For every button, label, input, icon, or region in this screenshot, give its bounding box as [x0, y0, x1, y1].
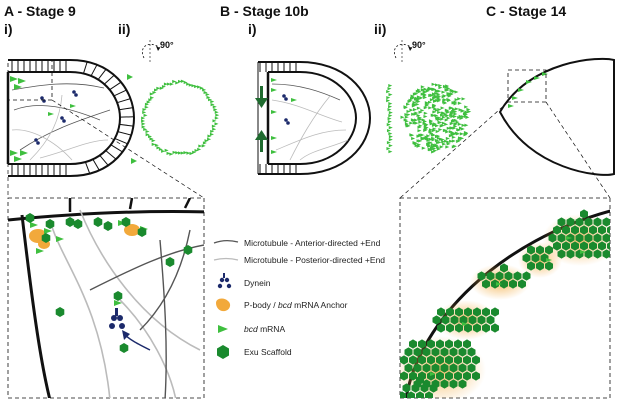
panel-c-title: C - Stage 14: [486, 3, 566, 19]
panel-a-zoom: [8, 198, 210, 400]
dynein-icon: [218, 273, 231, 288]
panel-a-sub-i: i): [4, 21, 13, 37]
panel-b-egg-chamber: [255, 62, 370, 174]
panel-b-sub-i: i): [248, 21, 257, 37]
panel-a-title: A - Stage 9: [4, 3, 76, 19]
pbody-icon: [216, 299, 230, 312]
legend-item-microtubule-posterior: Microtubule - Posterior-directed +End: [214, 255, 385, 265]
svg-text:Microtubule - Anterior-directe: Microtubule - Anterior-directed +End: [244, 238, 381, 248]
streaming-arrows: [255, 86, 268, 152]
svg-text:Dynein: Dynein: [244, 278, 271, 288]
panel-c-zoom: [394, 198, 617, 404]
panel-a-rotation-label: 90°: [160, 40, 174, 50]
legend-item-exu: Exu Scaffold: [217, 345, 292, 359]
legend-item-mrna: bcd mRNA: [218, 324, 285, 334]
svg-text:Exu Scaffold: Exu Scaffold: [244, 347, 292, 357]
panel-a-egg-chamber: [8, 60, 204, 198]
exu-hexagon-icon: [217, 345, 229, 359]
svg-text:P-body / bcd mRNA Anchor: P-body / bcd mRNA Anchor: [244, 300, 348, 310]
mrna-icon: [218, 325, 228, 333]
panel-b-cross-section: 90°: [386, 40, 471, 153]
panel-b-sub-ii: ii): [374, 21, 386, 37]
legend: Microtubule - Anterior-directed +End Mic…: [214, 238, 385, 359]
panel-b-rotation-label: 90°: [412, 40, 426, 50]
panel-a-sub-ii: ii): [118, 21, 130, 37]
legend-item-pbody: P-body / bcd mRNA Anchor: [216, 299, 348, 312]
legend-item-dynein: Dynein: [218, 273, 271, 288]
svg-text:bcd mRNA: bcd mRNA: [244, 324, 285, 334]
panel-b-title: B - Stage 10b: [220, 3, 309, 19]
legend-item-microtubule-anterior: Microtubule - Anterior-directed +End: [214, 238, 381, 248]
svg-text:Microtubule - Posterior-direct: Microtubule - Posterior-directed +End: [244, 255, 385, 265]
panel-a-cross-section: 90°: [127, 40, 219, 164]
panel-c-egg: [400, 59, 614, 198]
